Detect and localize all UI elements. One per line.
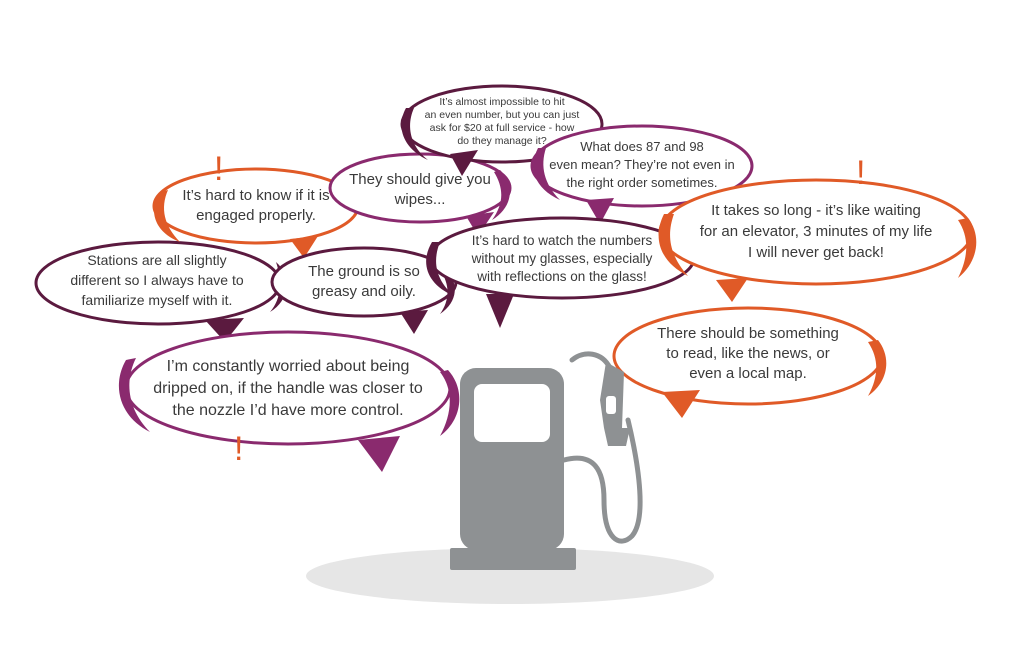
pump-floor-shadow <box>306 548 714 604</box>
exclamation-mark-icon: ! <box>214 150 224 188</box>
bubble-text-read: There should be something to read, like … <box>657 325 839 382</box>
bubble-octane <box>530 124 754 224</box>
bubble-text-greasy: The ground is so greasy and oily. <box>308 263 420 300</box>
bubble-text-numbers: It’s hard to watch the numbers without m… <box>471 233 653 284</box>
bubble-text-elevator: It takes so long - it’s like waiting for… <box>699 202 933 261</box>
bubble-read <box>612 306 887 418</box>
gas-pump-icon <box>450 368 643 570</box>
bubble-text-octane: What does 87 and 98 even mean? They’re n… <box>549 139 735 190</box>
bubble-text-dripped: I’m constantly worried about being dripp… <box>153 358 423 419</box>
bubble-dripped <box>118 330 460 472</box>
exclamation-mark-icon: ! <box>856 154 866 192</box>
bubble-text-wipes: They should give you wipes... <box>349 171 491 208</box>
bubble-text-engaged: It’s hard to know if it is engaged prope… <box>182 187 330 224</box>
bubble-text-stations: Stations are all slightly different so I… <box>70 252 244 308</box>
bubble-numbers <box>426 216 696 328</box>
bubble-text-even-number: It’s almost impossible to hit an even nu… <box>424 96 580 147</box>
fuel-nozzle-icon <box>569 351 630 446</box>
bubble-elevator <box>658 178 977 302</box>
exclamation-mark-icon: ! <box>234 430 244 468</box>
